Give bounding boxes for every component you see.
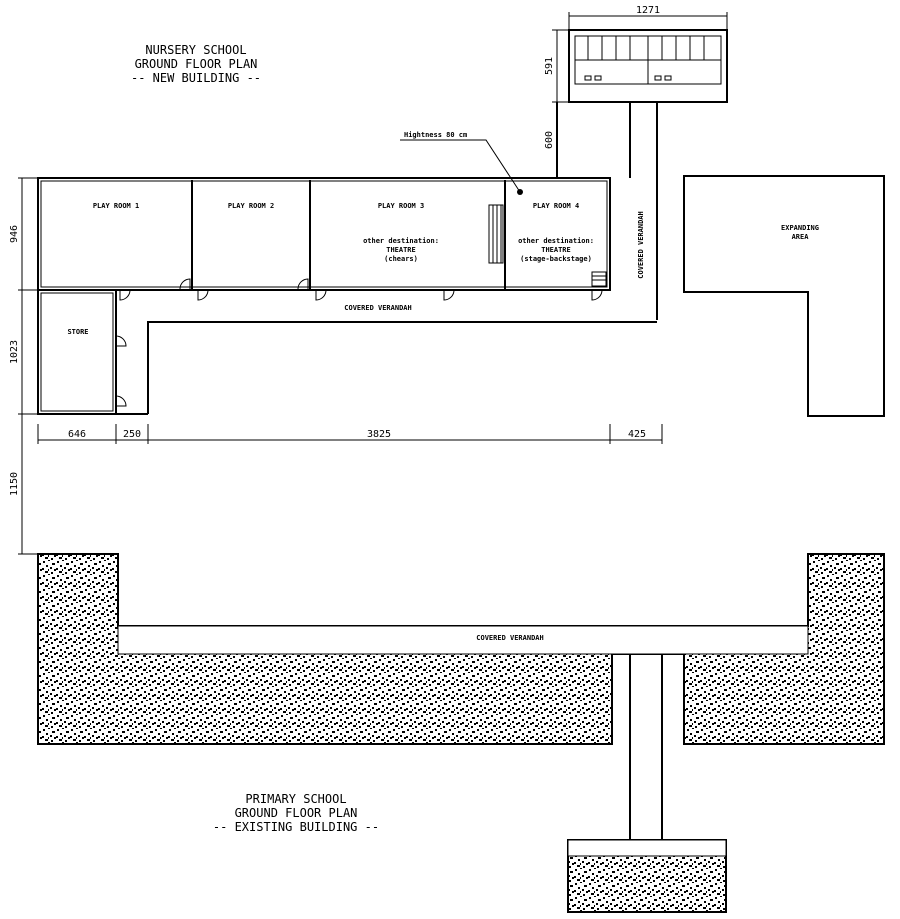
hightness-marker (517, 189, 523, 195)
nursery-title-line3: -- NEW BUILDING -- (131, 71, 261, 85)
dim-591: 591 (544, 57, 555, 75)
play-room-4-stage: (stage-backstage) (520, 255, 592, 263)
play-room-2-label: PLAY ROOM 2 (228, 202, 274, 210)
expanding-area: EXPANDING AREA (683, 175, 885, 417)
primary-title: PRIMARY SCHOOL GROUND FLOOR PLAN -- EXIS… (213, 792, 379, 834)
nursery-title-line1: NURSERY SCHOOL (145, 43, 246, 57)
dim-250: 250 (123, 429, 141, 440)
dim-946: 946 (9, 225, 20, 243)
dim-1150: 1150 (9, 472, 20, 496)
room-labels: PLAY ROOM 1 PLAY ROOM 2 PLAY ROOM 3 othe… (67, 202, 645, 336)
dim-1271: 1271 (636, 5, 660, 16)
covered-verandah-vertical-label: COVERED VERANDAH (637, 211, 645, 278)
toilet-block (568, 29, 728, 103)
play-room-3-cheers: (chears) (384, 255, 418, 263)
dim-1023: 1023 (9, 340, 20, 364)
play-room-4-label: PLAY ROOM 4 (533, 202, 579, 210)
nursery-title: NURSERY SCHOOL GROUND FLOOR PLAN -- NEW … (131, 43, 261, 85)
primary-title-line2: GROUND FLOOR PLAN (235, 806, 358, 820)
nursery-building (37, 177, 657, 415)
play-room-1-label: PLAY ROOM 1 (93, 202, 139, 210)
covered-verandah-primary-label: COVERED VERANDAH (476, 634, 543, 642)
primary-title-line3: -- EXISTING BUILDING -- (213, 820, 379, 834)
play-room-3-theatre: THEATRE (386, 246, 416, 254)
store-label: STORE (67, 328, 88, 336)
dim-600: 600 (544, 131, 555, 149)
covered-verandah-nursery-label: COVERED VERANDAH (344, 304, 411, 312)
nursery-title-line2: GROUND FLOOR PLAN (135, 57, 258, 71)
play-room-4-other-destination: other destination: (518, 237, 594, 245)
play-room-3-other-destination: other destination: (363, 237, 439, 245)
dimensions: 1271 591 600 946 1023 1150 646 250 3825 … (9, 5, 728, 555)
primary-title-line1: PRIMARY SCHOOL (245, 792, 346, 806)
dim-425: 425 (628, 429, 646, 440)
expanding-area-line1: EXPANDING (781, 224, 819, 232)
play-room-3-label: PLAY ROOM 3 (378, 202, 424, 210)
dim-646: 646 (68, 429, 86, 440)
hightness-annotation: Hightness 80 cm (400, 131, 523, 195)
primary-school-building: COVERED VERANDAH (37, 553, 885, 913)
expanding-area-line2: AREA (792, 233, 810, 241)
hightness-label: Hightness 80 cm (404, 131, 467, 139)
play-room-4-theatre: THEATRE (541, 246, 571, 254)
dim-3825: 3825 (367, 429, 391, 440)
